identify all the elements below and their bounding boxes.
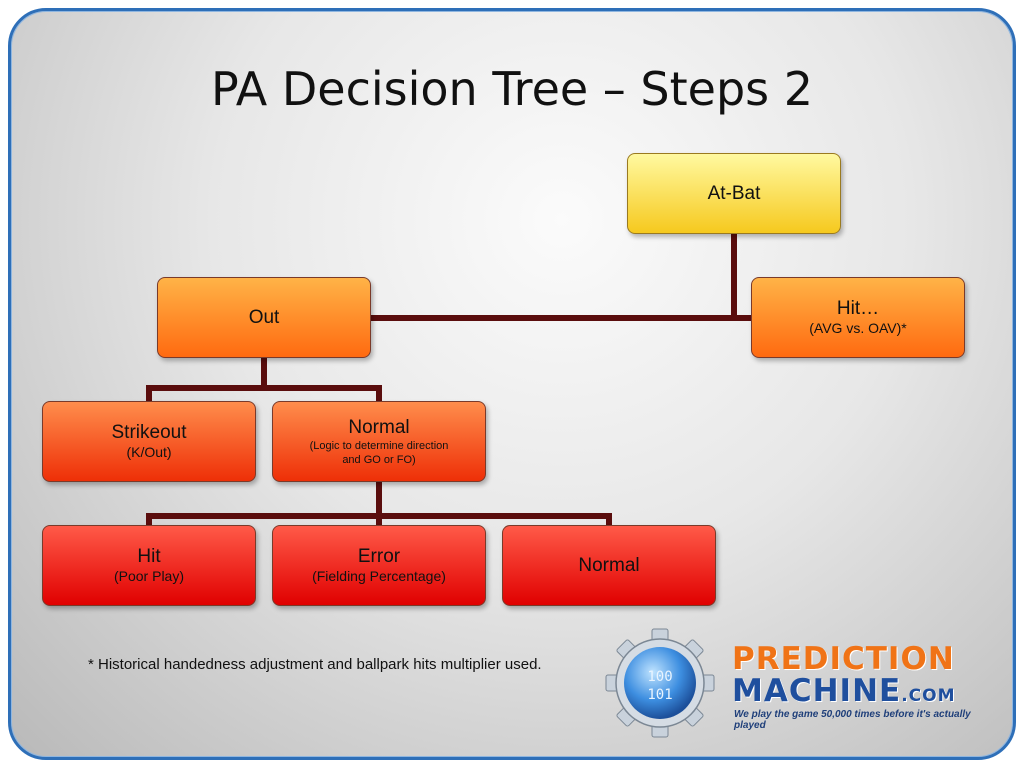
node-error-label: Error bbox=[357, 546, 401, 567]
node-normal-bottom-label: Normal bbox=[578, 554, 640, 576]
logo-text-prediction: PREDICTION bbox=[732, 641, 955, 677]
node-hit-top-sub: (AVG vs. OAV)* bbox=[809, 320, 907, 336]
node-error: Error (Fielding Percentage) bbox=[272, 525, 486, 606]
node-error-sub: (Fielding Percentage) bbox=[312, 568, 446, 584]
slide-frame bbox=[8, 8, 1016, 760]
gear-digits: 100 101 bbox=[647, 669, 672, 703]
footnote: * Historical handedness adjustment and b… bbox=[88, 656, 542, 673]
logo-text-machine: MACHINE.COM bbox=[732, 673, 956, 709]
node-normal-mid: Normal (Logic to determine direction and… bbox=[272, 401, 486, 482]
slide-title: PA Decision Tree – Steps 2 bbox=[210, 62, 814, 116]
node-normal-bottom: Normal bbox=[502, 525, 716, 606]
gear-globe-icon bbox=[605, 628, 715, 738]
node-strikeout: Strikeout (K/Out) bbox=[42, 401, 256, 482]
gear-digits-top: 100 bbox=[647, 669, 672, 685]
node-hit-top: Hit… (AVG vs. OAV)* bbox=[751, 277, 965, 358]
node-hit-bottom-sub: (Poor Play) bbox=[113, 568, 185, 584]
node-strikeout-sub: (K/Out) bbox=[126, 444, 172, 460]
node-normal-mid-label: Normal bbox=[348, 416, 410, 438]
node-normal-mid-sub-1: (Logic to determine direction bbox=[309, 439, 449, 452]
logo-text-machine-word: MACHINE bbox=[732, 673, 902, 709]
node-strikeout-label: Strikeout bbox=[111, 422, 187, 443]
node-out-label: Out bbox=[248, 306, 280, 328]
prediction-machine-logo: 100 101 PREDICTION MACHINE.COM We play t… bbox=[598, 625, 978, 743]
node-out: Out bbox=[157, 277, 371, 358]
node-hit-bottom-label: Hit bbox=[137, 546, 161, 567]
logo-text-com: .COM bbox=[901, 686, 956, 706]
node-normal-mid-sub-2: and GO or FO) bbox=[342, 453, 416, 466]
logo-tagline: We play the game 50,000 times before it'… bbox=[734, 709, 971, 731]
gear-digits-bottom: 101 bbox=[647, 687, 672, 703]
node-hit-top-label: Hit… bbox=[836, 298, 880, 319]
node-hit-bottom: Hit (Poor Play) bbox=[42, 525, 256, 606]
node-at-bat-label: At-Bat bbox=[707, 182, 761, 204]
node-at-bat: At-Bat bbox=[627, 153, 841, 234]
